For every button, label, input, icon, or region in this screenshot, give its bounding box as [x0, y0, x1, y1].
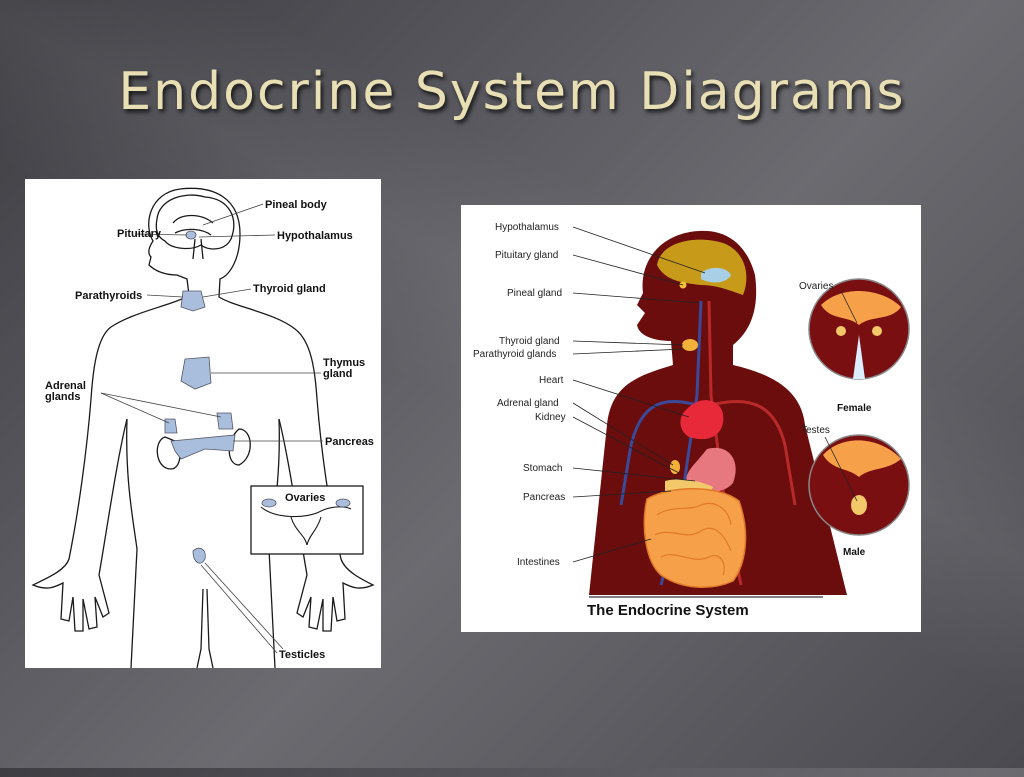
label-female: Female: [837, 403, 872, 414]
label-pineal-gland: Pineal gland: [507, 288, 562, 299]
label-parathyroid-glands: Parathyroid glands: [473, 349, 556, 360]
label-testicles: Testicles: [279, 649, 325, 661]
label-heart: Heart: [539, 375, 564, 386]
color-endocrine-diagram: Hypothalamus Pituitary gland Pineal glan…: [461, 205, 921, 632]
label-pineal-body: Pineal body: [265, 199, 328, 211]
glands: [164, 230, 236, 564]
testicles-shape: [192, 547, 206, 564]
stomach-shape: [686, 447, 736, 493]
label-hypothalamus: Hypothalamus: [277, 230, 353, 242]
pituitary-shape: [185, 230, 197, 240]
label-pituitary-gland: Pituitary gland: [495, 250, 558, 261]
line-art-body-svg: Pineal body Pituitary Hypothalamus Parat…: [31, 187, 375, 668]
label-stomach: Stomach: [523, 463, 562, 474]
heart-shape: [680, 400, 724, 440]
label-thyroid-gland: Thyroid gland: [253, 283, 326, 295]
testes-inset: [808, 434, 910, 536]
label-ovaries: Ovaries: [799, 281, 833, 292]
brain-shape: [657, 239, 747, 295]
color-body-svg: Hypothalamus Pituitary gland Pineal glan…: [473, 222, 910, 619]
label-adrenal-glands: glands: [45, 391, 80, 403]
intestines-shape: [643, 488, 747, 588]
label-male: Male: [843, 547, 866, 558]
label-intestines: Intestines: [517, 557, 560, 568]
slide-title: Endocrine System Diagrams: [118, 62, 906, 122]
label-hypothalamus: Hypothalamus: [495, 222, 559, 233]
label-pancreas: Pancreas: [523, 492, 565, 503]
label-pituitary: Pituitary: [117, 228, 162, 240]
label-testes: Testes: [801, 425, 830, 436]
body-outline: [31, 187, 375, 668]
adrenal-shapes: [164, 412, 234, 434]
label-pancreas: Pancreas: [325, 436, 374, 448]
label-adrenal: Adrenal: [45, 380, 86, 392]
thyroid-shape: [682, 339, 698, 351]
thymus-shape: [180, 356, 212, 390]
line-art-endocrine-diagram: Pineal body Pituitary Hypothalamus Parat…: [25, 179, 381, 668]
hypothalamus-shape: [701, 267, 731, 283]
ovaries-inset: [250, 485, 364, 555]
leader-lines: [572, 226, 823, 598]
label-thyroid-gland: Thyroid gland: [499, 336, 560, 347]
diagram-caption: The Endocrine System: [587, 602, 749, 619]
thyroid-shape: [180, 290, 206, 312]
adrenal-shape: [670, 460, 680, 474]
label-thymus: Thymus: [323, 357, 365, 369]
label-kidney: Kidney: [535, 412, 566, 423]
label-adrenal-gland: Adrenal gland: [497, 398, 559, 409]
label-parathyroids: Parathyroids: [75, 290, 142, 302]
leader-lines: [100, 203, 323, 654]
ovaries-inset: [808, 278, 910, 380]
pancreas-shape: [170, 434, 236, 460]
label-thymus-gland: gland: [323, 368, 352, 380]
label-ovaries: Ovaries: [285, 492, 325, 504]
